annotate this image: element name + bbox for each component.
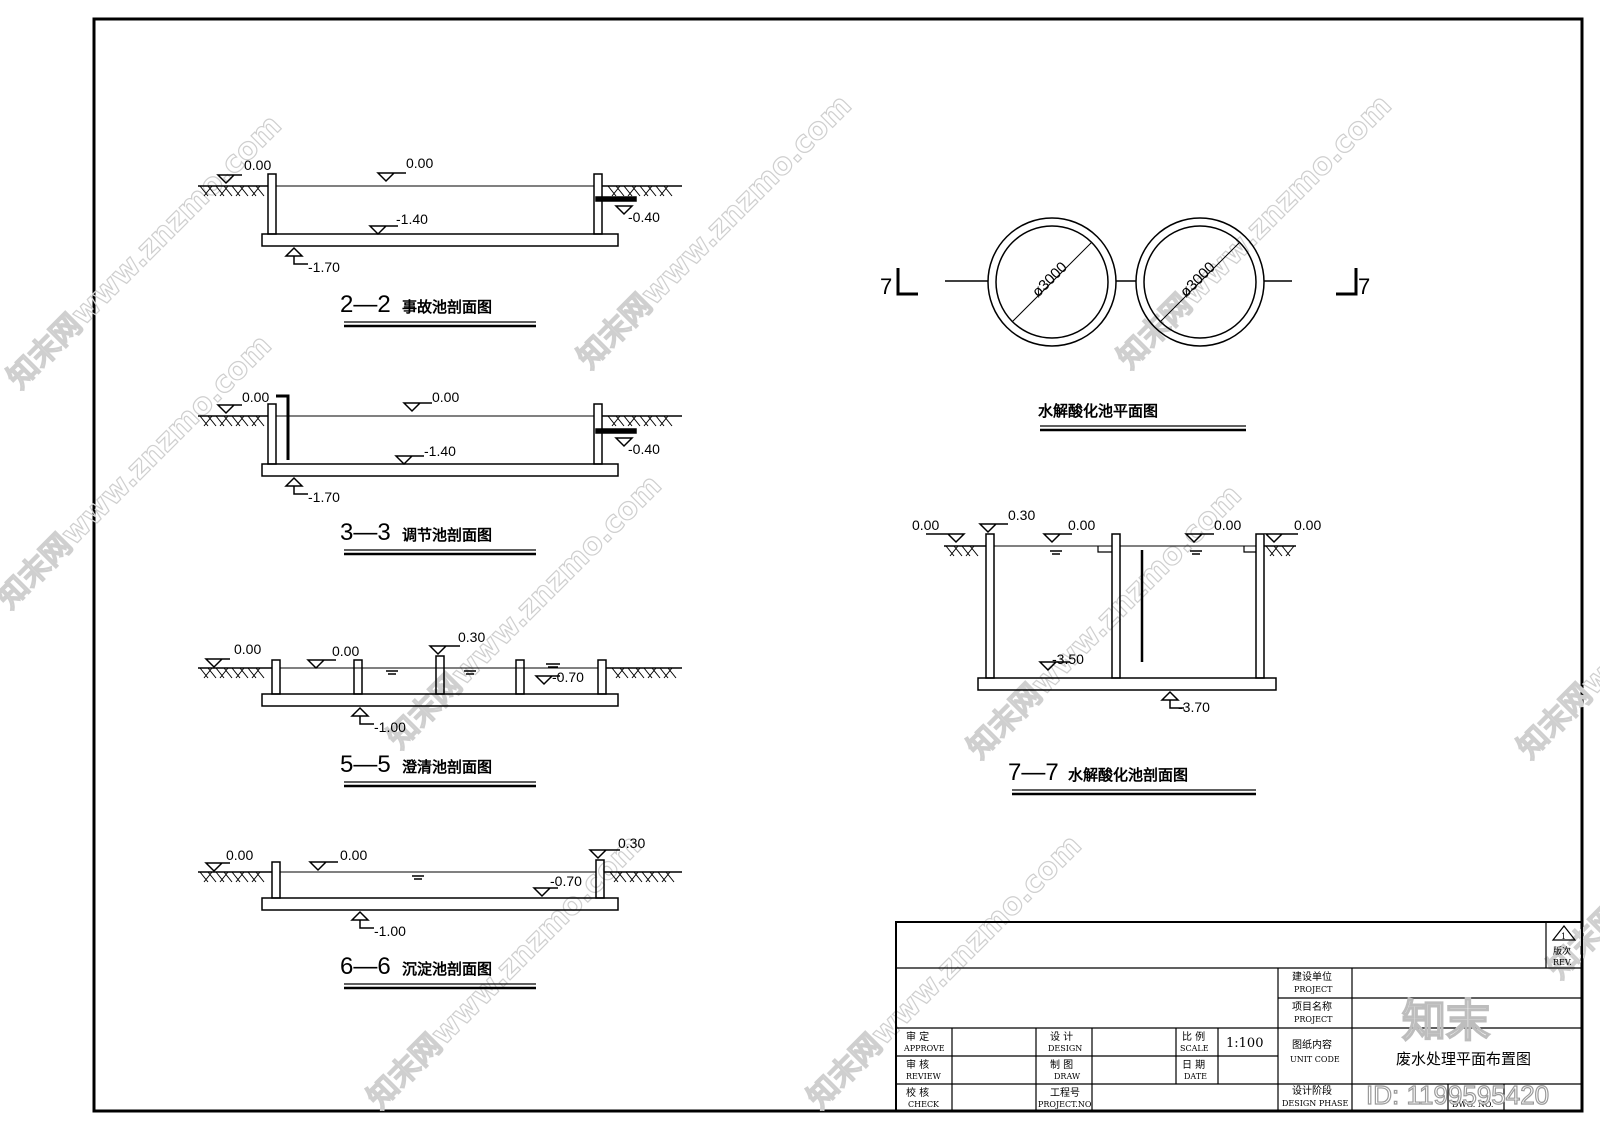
level-label: 0.00 <box>234 641 261 657</box>
row-en: CHECK <box>908 1100 940 1109</box>
revision-number: 1 <box>1561 932 1566 941</box>
level-label: -3.50 <box>1052 651 1084 667</box>
level-label: -1.00 <box>374 923 406 939</box>
row-cn: 工程号 <box>1050 1087 1080 1099</box>
watermark-logo-text: 知末 <box>1402 996 1490 1047</box>
level-label: 0.00 <box>432 389 459 405</box>
watermark-text: 知末网www.znzmo.com <box>961 478 1249 766</box>
level-label: -0.70 <box>552 669 584 685</box>
section-6-6 <box>198 849 682 929</box>
title-block-text: 1 版次 REV. 审 定 APPROVE 审 核 REVIEW 校 核 CHE… <box>903 932 1572 1109</box>
drawing-content: 废水处理平面布置图 <box>1396 1050 1531 1068</box>
section-number: 6—6 <box>340 953 391 980</box>
info-cn: 建设单位 <box>1292 970 1332 983</box>
section-7-7 <box>926 523 1298 709</box>
scale-value: 1:100 <box>1226 1036 1263 1051</box>
section-title: 调节池剖面图 <box>402 526 492 544</box>
row-cn: 校 核 <box>906 1086 929 1099</box>
watermark-layer: 知末网www.znzmo.com 知末网www.znzmo.com 知末网www.z… <box>0 87 1600 1116</box>
watermark-logo: 知末 ID: 1199595420 <box>1365 995 1549 1110</box>
row-cn: 比 例 <box>1182 1030 1205 1043</box>
level-label: 0.30 <box>458 629 485 645</box>
level-label: -0.70 <box>550 873 582 889</box>
level-label: -1.70 <box>308 259 340 275</box>
level-label: 0.00 <box>406 155 433 171</box>
row-cn: 制 图 <box>1050 1058 1073 1071</box>
info-en: DESIGN PHASE <box>1282 1099 1348 1108</box>
level-label: 0.00 <box>244 157 271 173</box>
level-label: -1.40 <box>396 211 428 227</box>
drawing-border <box>92 17 1584 1113</box>
info-cn: 设计阶段 <box>1292 1084 1332 1097</box>
watermark-text: 知末网www.znzmo.com <box>1511 478 1600 766</box>
plan-view <box>896 217 1358 347</box>
row-en: DESIGN <box>1048 1044 1082 1053</box>
level-label: 0.00 <box>1068 517 1095 533</box>
row-en: DRAW <box>1054 1072 1081 1081</box>
watermark-id: ID: 1199595420 <box>1366 1080 1549 1110</box>
row-cn: 设 计 <box>1050 1030 1073 1043</box>
section-2-2 <box>198 172 682 265</box>
dwg-no-label: DWG. NO. <box>1452 1100 1493 1109</box>
info-en: PROJECT <box>1294 1015 1333 1024</box>
section-7-7-labels: 0.00 0.30 0.00 0.00 0.00 -3.50 -3.70 7—7… <box>912 507 1321 796</box>
title-block <box>895 921 1583 1112</box>
revision-cn: 版次 <box>1553 945 1571 957</box>
section-number: 5—5 <box>340 751 391 778</box>
watermark-text: 知末网www.znzmo.com <box>1111 88 1399 376</box>
section-5-5-labels: 0.00 0.00 0.30 -0.70 -1.00 5—5 澄清池剖面图 <box>234 629 584 788</box>
plan-title: 水解酸化池平面图 <box>1038 402 1158 420</box>
level-label: -0.40 <box>628 209 660 225</box>
section-number: 3—3 <box>340 519 391 546</box>
cut-mark-label: 7 <box>880 274 892 299</box>
row-en: APPROVE <box>903 1044 945 1053</box>
revision-en: REV. <box>1553 958 1572 967</box>
level-label: 0.00 <box>332 643 359 659</box>
section-5-5 <box>198 645 682 725</box>
row-cn: 审 核 <box>906 1058 929 1071</box>
level-label: 0.30 <box>618 835 645 851</box>
row-cn: 日 期 <box>1182 1059 1205 1071</box>
level-label: 0.00 <box>226 847 253 863</box>
section-2-2-labels: 0.00 0.00 -1.40 -0.40 -1.70 2—2 事故池剖面图 <box>244 155 660 328</box>
level-label: -1.40 <box>424 443 456 459</box>
section-6-6-labels: 0.00 0.00 0.30 -0.70 -1.00 6—6 沉淀池剖面图 <box>226 835 645 990</box>
info-cn: 图纸内容 <box>1292 1038 1332 1051</box>
row-en: REVIEW <box>906 1072 942 1081</box>
section-title: 澄清池剖面图 <box>402 758 492 776</box>
section-title: 沉淀池剖面图 <box>402 960 492 978</box>
watermark-text: 知末网www.znzmo.com <box>571 88 859 376</box>
section-title: 水解酸化池剖面图 <box>1068 766 1188 784</box>
section-3-3 <box>198 394 682 495</box>
level-label: 0.30 <box>1008 507 1035 523</box>
level-label: 0.00 <box>1214 517 1241 533</box>
row-en: PROJECT.NO <box>1038 1100 1092 1109</box>
row-en: SCALE <box>1180 1044 1209 1053</box>
level-label: -3.70 <box>1178 699 1210 715</box>
level-label: 0.00 <box>242 389 269 405</box>
diameter-label: ø3000 <box>1029 259 1071 301</box>
section-title: 事故池剖面图 <box>402 298 492 316</box>
section-3-3-labels: 0.00 0.00 -1.40 -0.40 -1.70 3—3 调节池剖面图 <box>242 389 660 556</box>
level-label: 0.00 <box>340 847 367 863</box>
watermark-text: 知末网www.znzmo.com <box>381 468 669 756</box>
info-cn: 项目名称 <box>1292 1000 1332 1013</box>
info-en: PROJECT <box>1294 985 1333 994</box>
level-label: -1.70 <box>308 489 340 505</box>
section-number: 7—7 <box>1008 759 1059 786</box>
row-cn: 审 定 <box>906 1030 929 1043</box>
cut-mark-label: 7 <box>1358 274 1370 299</box>
row-en: DATE <box>1184 1072 1207 1081</box>
info-en: UNIT CODE <box>1290 1055 1340 1064</box>
level-label: 0.00 <box>1294 517 1321 533</box>
watermark-text: 知末网www.znzmo.com <box>801 828 1089 1116</box>
level-label: 0.00 <box>912 517 939 533</box>
level-label: -1.00 <box>374 719 406 735</box>
section-number: 2—2 <box>340 291 391 318</box>
level-label: -0.40 <box>628 441 660 457</box>
